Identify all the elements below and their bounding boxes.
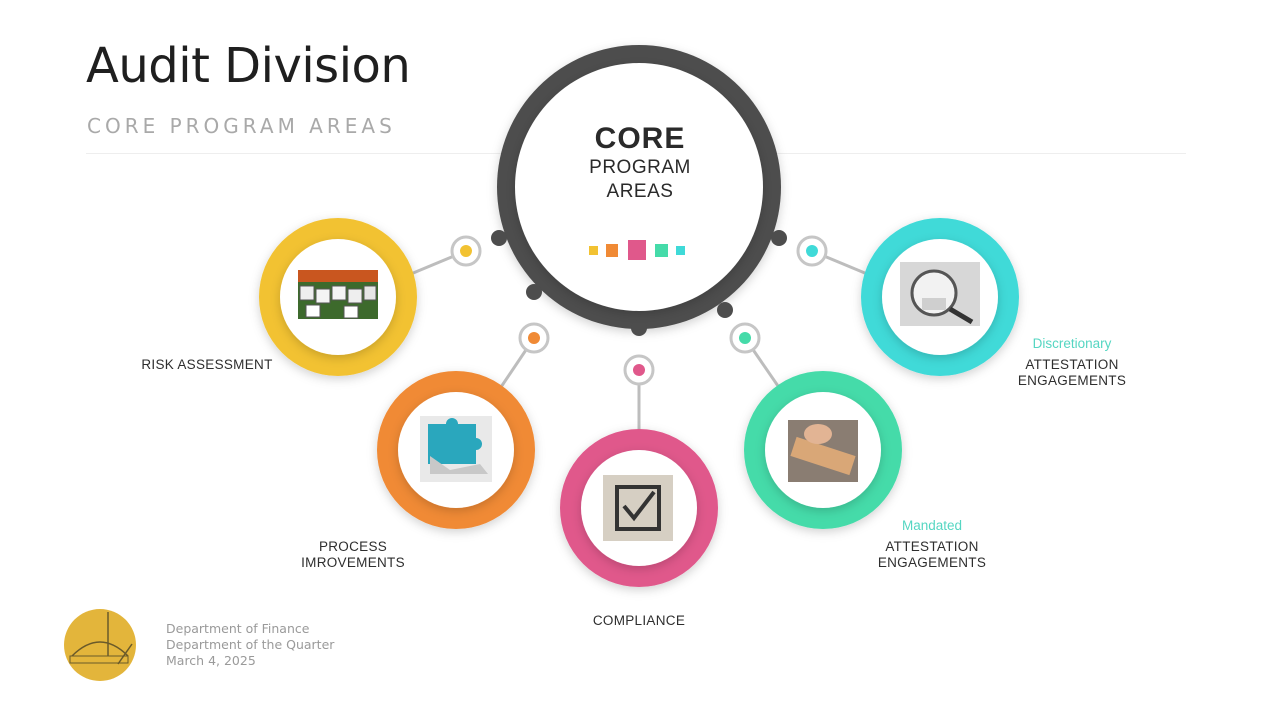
core-square-orange: [606, 244, 618, 257]
footer-department: Department of Finance: [166, 621, 310, 636]
core-squares: [589, 240, 685, 260]
core-title: CORE PROGRAM AREAS: [560, 122, 720, 204]
label-compliance-line1: COMPLIANCE: [592, 613, 686, 628]
county-seal-logo: [64, 609, 136, 681]
label-mandated-attestation: ATTESTATION ENGAGEMENTS: [862, 539, 1002, 571]
page-subtitle: CORE PROGRAM AREAS: [87, 114, 396, 138]
core-square-cyan: [676, 246, 685, 255]
page-title: Audit Division: [86, 38, 411, 94]
label-compliance: COMPLIANCE: [569, 613, 709, 629]
footer-award: Department of the Quarter: [166, 637, 335, 652]
core-square-pink: [628, 240, 646, 260]
audit-magnifier-icon: [900, 262, 980, 326]
node-process: [518, 322, 550, 354]
label-discretionary-attestation: ATTESTATION ENGAGEMENTS: [1002, 357, 1142, 389]
label-risk-line1: RISK ASSESSMENT: [141, 357, 273, 372]
label-discretionary-line1: ATTESTATION: [1025, 357, 1119, 372]
label-process-line1: PROCESS: [318, 539, 388, 554]
core-title-line3: AREAS: [606, 181, 674, 202]
attestation-stamp-icon: [788, 420, 858, 482]
core-square-green: [655, 244, 668, 257]
core-title-line2: PROGRAM: [589, 157, 691, 178]
node-compliance: [623, 354, 655, 386]
checkbox-icon: [603, 475, 673, 541]
label-mandated-line2: ENGAGEMENTS: [877, 555, 987, 570]
footer-info: Department of Finance Department of the …: [166, 621, 334, 669]
risk-dice-icon: [298, 270, 378, 319]
label-mandated-line1: ATTESTATION: [885, 539, 979, 554]
core-ring: [491, 45, 787, 336]
label-process-line2: IMROVEMENTS: [301, 555, 405, 570]
label-process-improvements: PROCESS IMROVEMENTS: [283, 539, 423, 571]
process-puzzle-icon: [420, 416, 492, 482]
core-title-line1: CORE: [594, 122, 686, 155]
node-discretionary: [796, 235, 828, 267]
node-risk: [450, 235, 482, 267]
label-discretionary-line2: ENGAGEMENTS: [1017, 373, 1127, 388]
node-mandated: [729, 322, 761, 354]
core-square-yellow: [589, 246, 598, 255]
label-risk-assessment: RISK ASSESSMENT: [137, 357, 277, 373]
footer-date: March 4, 2025: [166, 653, 256, 668]
tag-mandated: Mandated: [901, 518, 963, 533]
connector-nodes: [450, 235, 828, 386]
tag-discretionary: Discretionary: [1032, 336, 1112, 351]
